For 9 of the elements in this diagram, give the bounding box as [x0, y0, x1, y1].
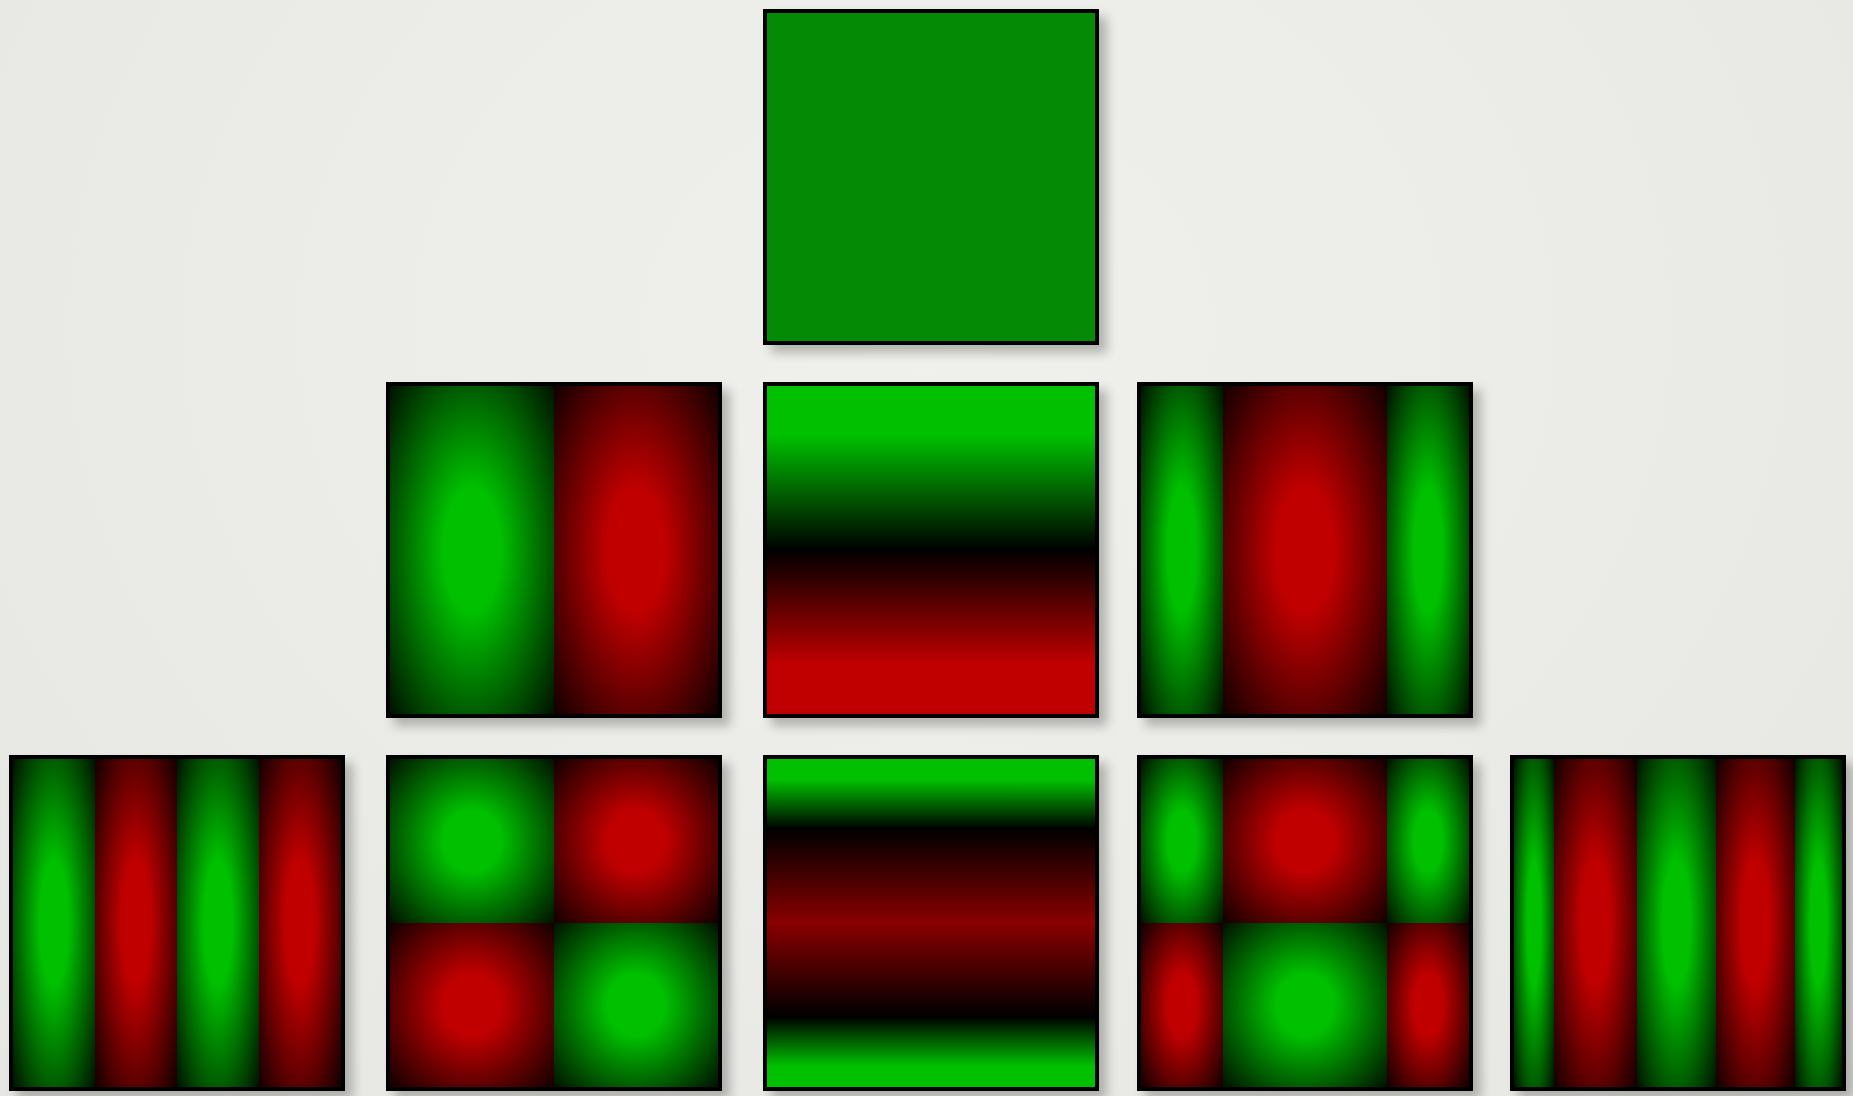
pattern-tile — [1137, 382, 1473, 718]
pattern-tile — [386, 755, 722, 1091]
pattern-tile — [763, 755, 1099, 1091]
pattern-tile — [9, 755, 345, 1091]
pattern-tile — [763, 382, 1099, 718]
pattern-tile — [1510, 755, 1846, 1091]
pattern-tile — [1137, 755, 1473, 1091]
pattern-tile — [386, 382, 722, 718]
pattern-tile — [763, 9, 1099, 345]
